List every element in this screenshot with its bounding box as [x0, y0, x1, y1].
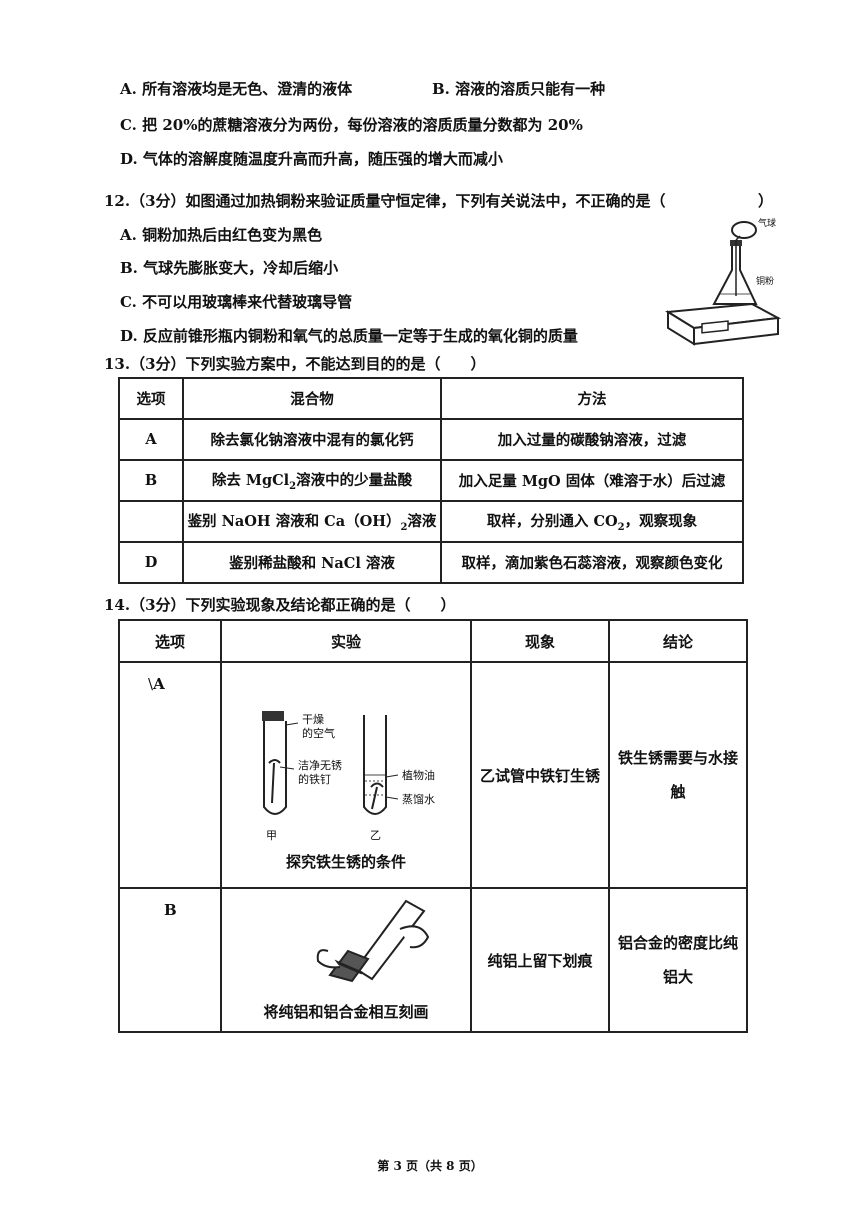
- dry-air-label: 干燥 的空气: [302, 713, 335, 740]
- header-phenomenon: 现象: [470, 619, 610, 663]
- q12-option-c: C. 不可以用玻璃棒来代替玻璃导管: [120, 293, 353, 311]
- copper-label: 铜粉: [756, 277, 775, 287]
- table-row: 鉴别 NaOH 溶液和 Ca（OH）2溶液 取样，分别通入 CO2，观察现象: [118, 500, 744, 543]
- q11-option-b: B. 溶液的溶质只能有一种: [432, 80, 606, 98]
- row-mixture: 鉴别稀盐酸和 NaCl 溶液: [182, 541, 442, 584]
- scratch-experiment-caption: 将纯铝和铝合金相互刻画: [263, 1003, 429, 1021]
- header-conclusion: 结论: [608, 619, 748, 663]
- row-option: A: [118, 418, 184, 461]
- table-header-row: 选项 混合物 方法: [118, 377, 744, 420]
- row-method: 取样，分别通入 CO2，观察现象: [440, 500, 744, 543]
- table-row: \A: [118, 661, 748, 889]
- water-label: 蒸馏水: [402, 793, 435, 806]
- q12-option-d: D. 反应前锥形瓶内铜粉和氧气的总质量一定等于生成的氧化铜的质量: [120, 327, 578, 345]
- q14-stem: 14.（3分）下列实验现象及结论都正确的是（ ）: [104, 596, 456, 614]
- row-phenomenon: 纯铝上留下划痕: [470, 887, 610, 1033]
- table-header-row: 选项 实验 现象 结论: [118, 619, 748, 663]
- row-option: B: [118, 887, 222, 1033]
- q14-table: 选项 实验 现象 结论 \A: [118, 619, 748, 1033]
- row-option: D: [118, 541, 184, 584]
- row-method: 加入过量的碳酸钠溶液，过滤: [440, 418, 744, 461]
- header-option: 选项: [118, 619, 222, 663]
- table-row: A 除去氯化钠溶液中混有的氯化钙 加入过量的碳酸钠溶液，过滤: [118, 418, 744, 461]
- rust-experiment-cell: 干燥 的空气 洁净无锈 的铁钉 植物油 蒸馏水 甲 乙 探究铁生锈的条件: [220, 661, 472, 889]
- header-method: 方法: [440, 377, 744, 420]
- clean-nail-label: 洁净无锈 的铁钉: [298, 759, 342, 786]
- tube-yi-label: 乙: [370, 829, 381, 842]
- oil-label: 植物油: [402, 769, 435, 782]
- q11-option-d: D. 气体的溶解度随温度升高而升高，随压强的增大而减小: [120, 150, 503, 168]
- table-row: D 鉴别稀盐酸和 NaCl 溶液 取样，滴加紫色石蕊溶液，观察颜色变化: [118, 541, 744, 584]
- row-conclusion: 铝合金的密度比纯铝大: [608, 887, 748, 1033]
- row-option: [118, 500, 184, 543]
- row-method: 加入足量 MgO 固体（难溶于水）后过滤: [440, 459, 744, 502]
- table-row: B 除去 MgCl2溶液中的少量盐酸 加入足量 MgO 固体（难溶于水）后过滤: [118, 459, 744, 502]
- row-mixture: 除去氯化钠溶液中混有的氯化钙: [182, 418, 442, 461]
- row-mixture: 鉴别 NaOH 溶液和 Ca（OH）2溶液: [182, 500, 442, 543]
- row-mixture: 除去 MgCl2溶液中的少量盐酸: [182, 459, 442, 502]
- header-experiment: 实验: [220, 619, 472, 663]
- table-row: B 将纯铝和铝合金相互刻画 纯铝上留下划痕 铝合金的密度比纯铝大: [118, 887, 748, 1033]
- q13-table: 选项 混合物 方法 A 除去氯化钠溶液中混有的氯化钙 加入过量的碳酸钠溶液，过滤…: [118, 377, 744, 584]
- header-option: 选项: [118, 377, 184, 420]
- rust-experiment-caption: 探究铁生锈的条件: [285, 853, 406, 871]
- balloon-label: 气球: [758, 219, 777, 229]
- row-method: 取样，滴加紫色石蕊溶液，观察颜色变化: [440, 541, 744, 584]
- row-option: \A: [118, 661, 222, 889]
- q11-option-a: A. 所有溶液均是无色、澄清的液体: [120, 80, 353, 98]
- q12-option-b: B. 气球先膨胀变大，冷却后缩小: [120, 259, 339, 277]
- q12-flask-balance-figure: 气球 铜粉: [662, 212, 784, 352]
- page-footer: 第 3 页（共 8 页）: [377, 1159, 483, 1173]
- q12-paren-close: ）: [758, 192, 774, 210]
- tube-jia-label: 甲: [266, 829, 277, 842]
- row-conclusion: 铁生锈需要与水接触: [608, 661, 748, 889]
- row-option: B: [118, 459, 184, 502]
- test-tubes-figure: [262, 711, 399, 815]
- q13-stem: 13.（3分）下列实验方案中，不能达到目的的是（ ）: [104, 355, 486, 373]
- scratching-figure: [316, 899, 430, 983]
- scratch-experiment-cell: 将纯铝和铝合金相互刻画: [220, 887, 472, 1033]
- q11-option-c: C. 把 20%的蔗糖溶液分为两份，每份溶液的溶质质量分数都为 20%: [120, 116, 583, 134]
- row-phenomenon: 乙试管中铁钉生锈: [470, 661, 610, 889]
- q12-stem: 12.（3分）如图通过加热铜粉来验证质量守恒定律，下列有关说法中，不正确的是（: [104, 192, 666, 210]
- q12-option-a: A. 铜粉加热后由红色变为黑色: [120, 226, 323, 244]
- header-mixture: 混合物: [182, 377, 442, 420]
